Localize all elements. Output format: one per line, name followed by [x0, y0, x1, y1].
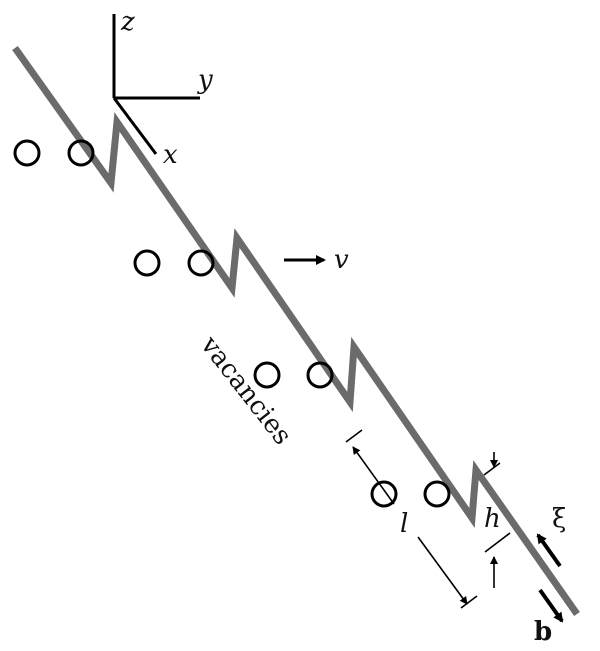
vacancy: [253, 361, 281, 389]
vacancy: [306, 361, 334, 389]
length-arrow-lower: [417, 536, 468, 605]
height-dimension: h: [483, 452, 511, 588]
velocity-label: v: [334, 245, 349, 275]
vacancy-group: [13, 139, 451, 508]
vacancy: [187, 249, 215, 277]
length-dimension: l: [345, 429, 478, 609]
burgers-vector-arrow: [538, 588, 564, 623]
x-axis-label: x: [163, 140, 178, 170]
xi-label: ξ: [552, 504, 566, 534]
vacancies-label: vacancies: [194, 330, 297, 451]
z-axis-label: z: [120, 7, 135, 37]
burgers-vector-label: b: [534, 617, 552, 647]
coordinate-axes: z y x: [112, 7, 213, 170]
vacancy: [133, 249, 161, 277]
length-label: l: [400, 509, 408, 539]
dislocation-line: [12, 45, 580, 617]
vacancy: [13, 139, 41, 167]
vacancy: [67, 139, 95, 167]
height-label: h: [484, 504, 501, 534]
xi-arrow: [536, 533, 562, 568]
vacancy: [423, 480, 451, 508]
length-arrow-upper: [352, 446, 395, 505]
x-axis: [112, 97, 158, 155]
y-axis-label: y: [197, 65, 213, 95]
vacancy: [370, 480, 398, 508]
